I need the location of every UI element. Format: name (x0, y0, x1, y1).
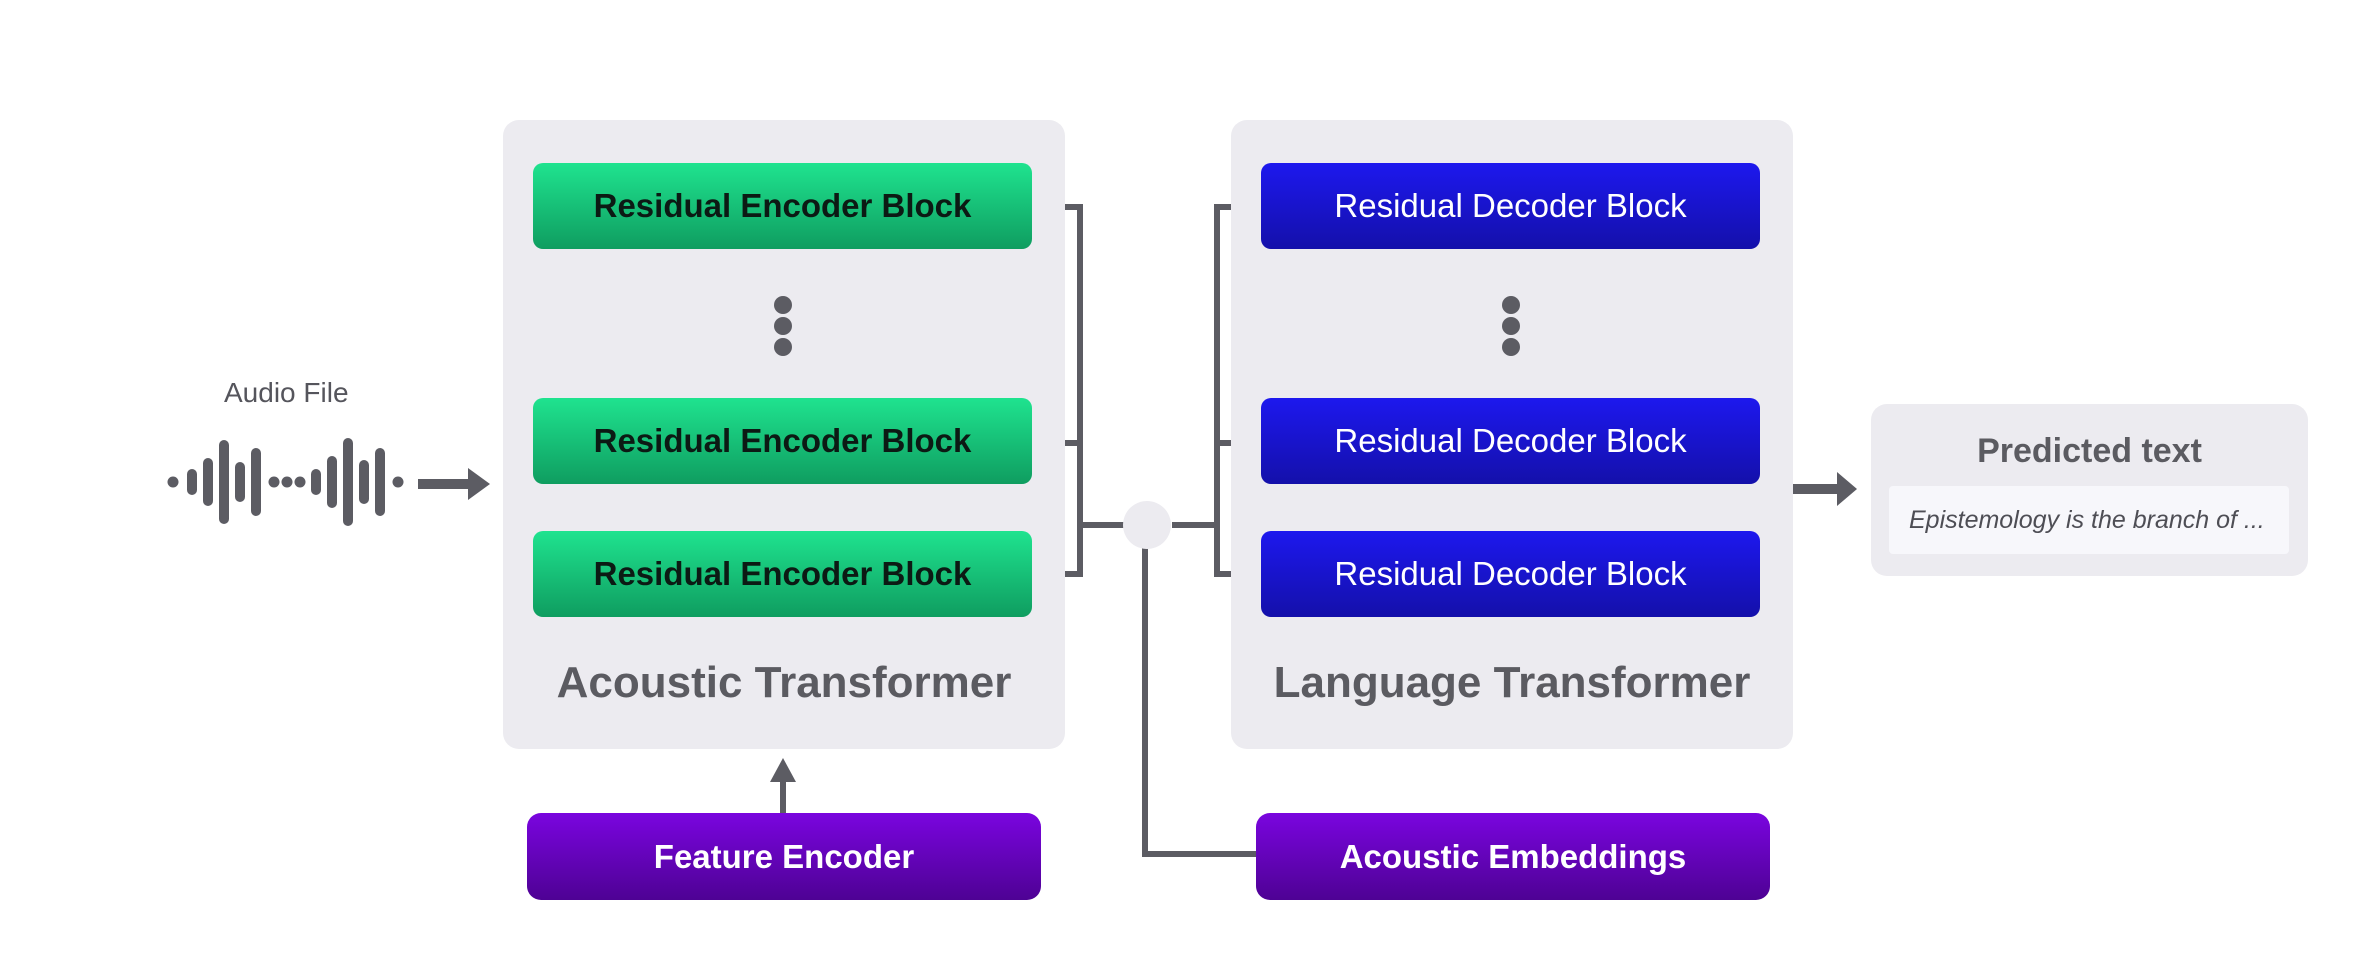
residual-encoder-block-1: Residual Encoder Block (533, 163, 1032, 249)
arrow-right-icon (1793, 472, 1857, 506)
waveform-icon (167, 438, 404, 526)
ellipsis-vertical-icon (774, 296, 792, 356)
predicted-text-title: Predicted text (1977, 432, 2202, 470)
residual-decoder-block-1: Residual Decoder Block (1261, 163, 1760, 249)
acoustic-embeddings-block: Acoustic Embeddings (1256, 813, 1770, 900)
feature-encoder-block: Feature Encoder (527, 813, 1041, 900)
arrow-up-icon (770, 758, 796, 782)
arrow-right-icon (418, 468, 490, 500)
language-transformer-title: Language Transformer (1273, 658, 1751, 707)
residual-encoder-block-3: Residual Encoder Block (533, 531, 1032, 617)
residual-decoder-block-2: Residual Decoder Block (1261, 398, 1760, 484)
audio-file-label: Audio File (224, 377, 349, 408)
junction-node (1123, 501, 1171, 549)
acoustic-transformer-title: Acoustic Transformer (556, 658, 1012, 707)
predicted-text-output: Epistemology is the branch of ... (1889, 486, 2289, 554)
residual-encoder-block-2: Residual Encoder Block (533, 398, 1032, 484)
residual-decoder-block-3: Residual Decoder Block (1261, 531, 1760, 617)
ellipsis-vertical-icon (1502, 296, 1520, 356)
